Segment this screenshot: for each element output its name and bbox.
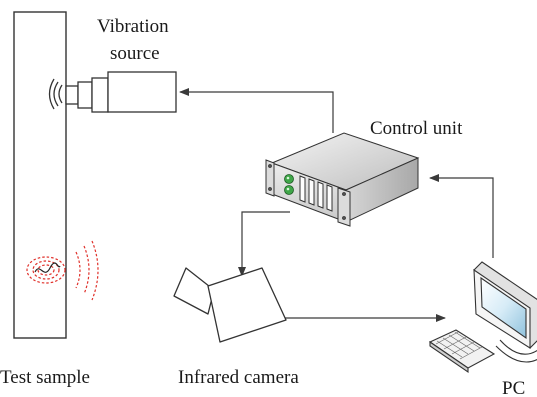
status-led-icon	[284, 174, 294, 195]
crack-icon	[34, 262, 61, 273]
keyboard-keys-icon	[435, 331, 483, 360]
vibration-wave-icon	[48, 78, 63, 110]
infrared-camera-label: Infrared camera	[178, 367, 299, 388]
vibration-source-label-line2: source	[110, 43, 160, 64]
arrow-control-to-camera	[238, 211, 290, 277]
control-unit-label: Control unit	[370, 118, 463, 139]
vibration-source-label-line1: Vibration	[97, 16, 169, 37]
test-sample-label: Test sample	[0, 367, 90, 388]
arrow-pc-to-control	[429, 174, 494, 258]
defect-heat-signature-icon	[26, 240, 99, 301]
test-sample-plate	[13, 11, 67, 339]
pc-icon	[428, 261, 537, 374]
pc-label: PC	[502, 378, 525, 397]
arrow-control-to-vibration	[179, 88, 334, 133]
vibration-source-icon	[65, 71, 177, 113]
infrared-camera-icon	[173, 267, 287, 343]
